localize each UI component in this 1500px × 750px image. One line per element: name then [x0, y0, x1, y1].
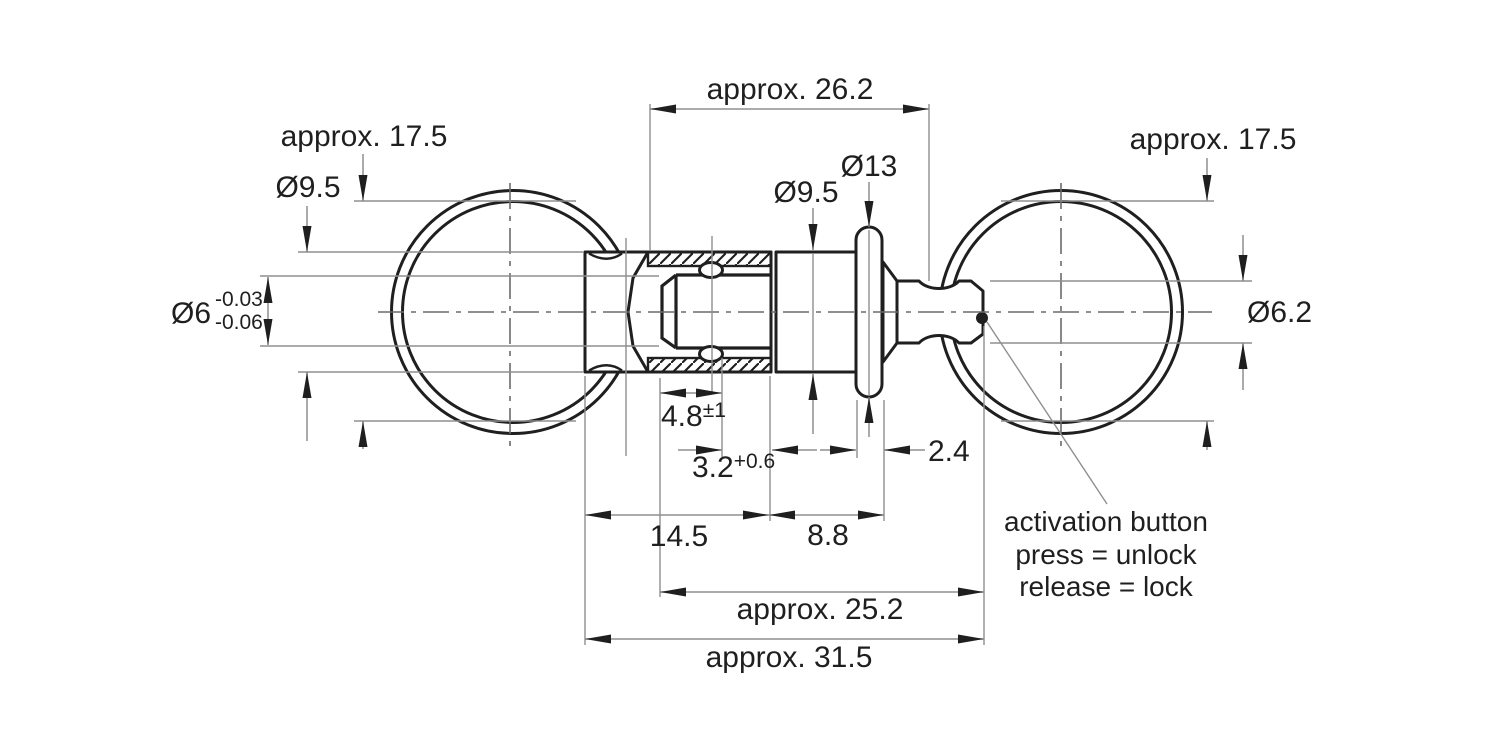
- dim-left-ring: approx. 17.5: [281, 120, 448, 449]
- arrowhead: [302, 372, 312, 398]
- arrowhead: [958, 587, 984, 597]
- arrowhead: [302, 226, 312, 252]
- arrowhead: [1238, 343, 1248, 369]
- ring-neck-top: [588, 252, 623, 260]
- dim-label-ball-position: 4.8±1: [661, 399, 726, 433]
- dim-left-shank-dia: Ø9.5: [275, 171, 341, 441]
- locking-ball-bottom: [698, 345, 724, 363]
- dim-label-top-length: approx. 26.2: [707, 73, 874, 106]
- arrowhead: [585, 510, 611, 520]
- dim-pin-dia: Ø6.2: [1238, 235, 1312, 390]
- arrowhead: [263, 277, 273, 303]
- arrowhead: [1202, 175, 1212, 201]
- arrowhead: [743, 510, 769, 520]
- arrowhead: [958, 634, 984, 644]
- arrowhead: [696, 388, 722, 398]
- dim-label-flange-dia: Ø13: [841, 150, 898, 183]
- centerlines: [378, 183, 1212, 448]
- dim-label-left-ring: approx. 17.5: [281, 120, 448, 153]
- arrowhead: [772, 445, 798, 455]
- callout-line3: release = lock: [1019, 571, 1194, 602]
- dim-label-bore-tol-lower: -0.06: [215, 311, 263, 334]
- dim-flange-thickness: 2.4: [820, 435, 970, 468]
- arrowhead: [808, 224, 818, 250]
- dim-overall-length: approx. 31.5: [585, 634, 984, 674]
- dim-flange-dia: Ø13: [841, 150, 898, 437]
- arrowhead: [358, 421, 368, 447]
- dim-label-ball-travel: 3.2+0.6: [692, 450, 775, 484]
- dim-label-pin-dia: Ø6.2: [1247, 296, 1312, 329]
- arrowhead: [1202, 421, 1212, 447]
- dim-label-overall-length: approx. 31.5: [706, 641, 873, 674]
- callout-line1: activation button: [1004, 506, 1208, 537]
- arrowhead: [858, 510, 884, 520]
- bore-outline: [660, 273, 770, 350]
- extension-lines: [260, 104, 1252, 645]
- arrowhead: [903, 104, 929, 114]
- dim-body-length: 14.5 8.8: [585, 510, 884, 553]
- dim-bore-dia: Ø6 -0.03 -0.06: [171, 277, 273, 345]
- dim-pin-length: approx. 25.2: [660, 587, 984, 626]
- ring-neck-bottom: [588, 364, 623, 372]
- arrowhead: [263, 319, 273, 345]
- part-body: [583, 225, 988, 399]
- dim-label-front-length: 8.8: [807, 519, 849, 552]
- dim-label-bore-tol-upper: -0.03: [215, 288, 263, 311]
- arrowhead: [650, 104, 676, 114]
- callout-leader-line: [986, 321, 1108, 505]
- arrowhead: [660, 388, 686, 398]
- arrowhead: [884, 445, 910, 455]
- dim-ball-travel: 3.2+0.6: [678, 445, 817, 484]
- dim-body-dia: Ø9.5: [773, 176, 839, 434]
- dim-label-pin-length: approx. 25.2: [737, 593, 904, 626]
- arrowhead: [769, 510, 795, 520]
- arrowhead: [585, 634, 611, 644]
- dim-label-bore-dia: Ø6: [171, 297, 211, 330]
- dim-ball-position: 4.8±1: [660, 388, 726, 433]
- callout-line2: press = unlock: [1015, 539, 1197, 570]
- arrowhead: [1238, 255, 1248, 281]
- dim-label-body-length: 14.5: [650, 520, 708, 553]
- arrowhead: [864, 201, 874, 227]
- dim-label-flange-thickness: 2.4: [928, 435, 970, 468]
- dim-right-ring: approx. 17.5: [1130, 123, 1297, 450]
- dim-label-left-shank-dia: Ø9.5: [275, 171, 340, 204]
- callout-activation-button: activation button press = unlock release…: [986, 321, 1208, 602]
- arrowhead: [830, 445, 856, 455]
- arrowhead: [696, 445, 722, 455]
- arrowhead: [660, 587, 686, 597]
- dim-top-length: approx. 26.2: [650, 73, 929, 114]
- arrowhead: [358, 175, 368, 201]
- arrowhead: [808, 374, 818, 400]
- activation-button-dot: [976, 312, 988, 324]
- dim-label-body-dia: Ø9.5: [773, 176, 838, 209]
- locking-ball-top: [698, 261, 724, 279]
- dim-label-right-ring: approx. 17.5: [1130, 123, 1297, 156]
- arrowhead: [864, 397, 874, 423]
